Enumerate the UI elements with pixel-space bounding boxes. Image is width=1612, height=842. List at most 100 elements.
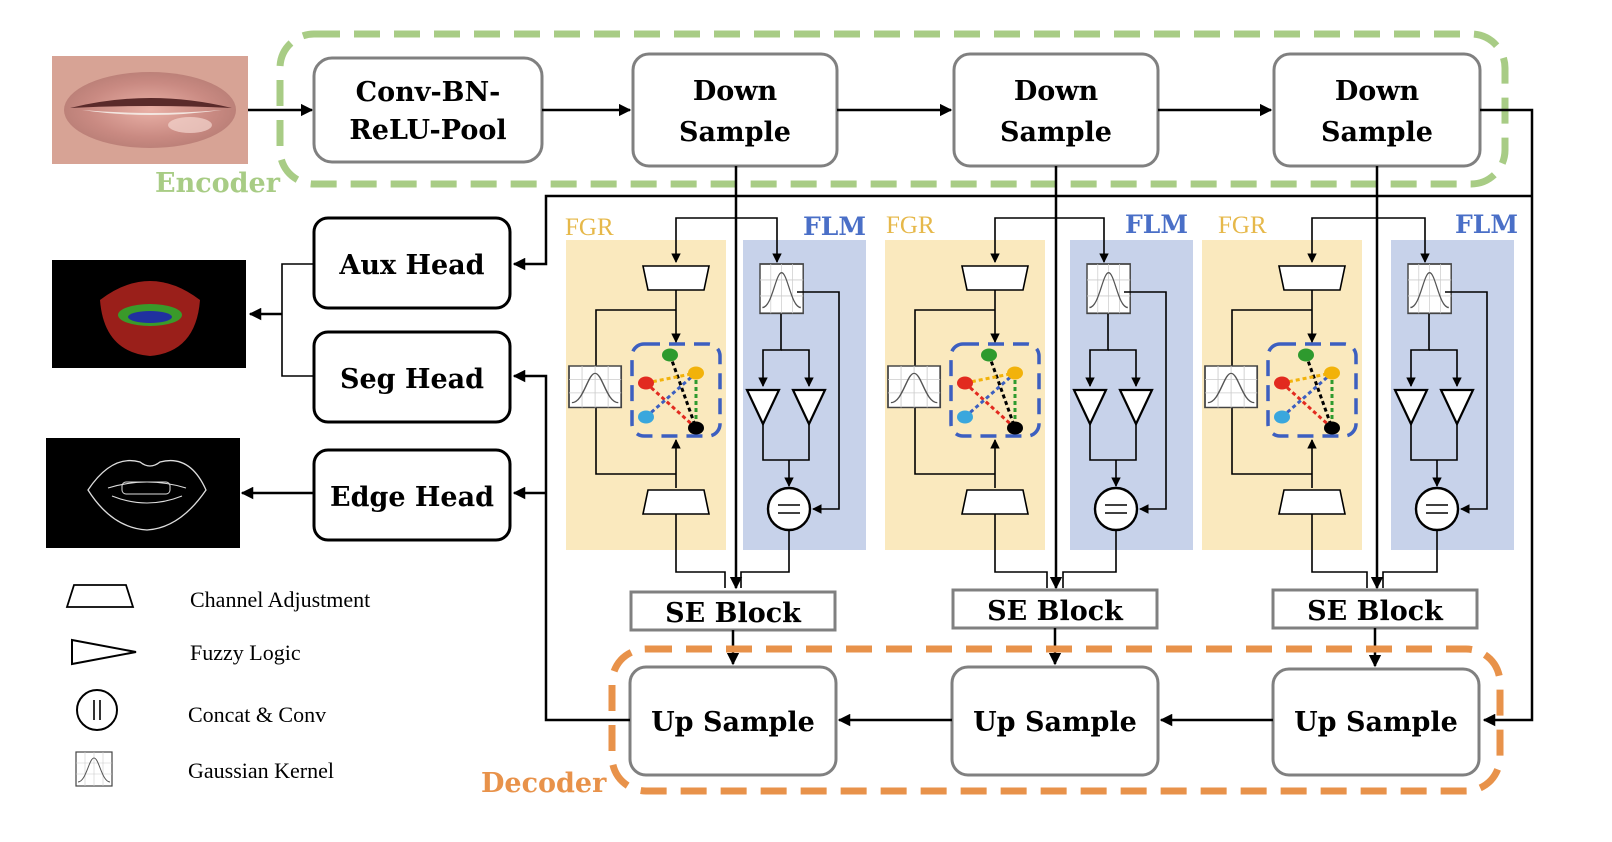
graph-node-green-2 bbox=[981, 348, 997, 362]
fgr-output-wire-1 bbox=[675, 514, 726, 588]
encoder-label: Encoder bbox=[155, 168, 281, 199]
flm-input-wire-2 bbox=[1056, 217, 1109, 263]
up3-label: Up Sample bbox=[1294, 707, 1458, 738]
flm-split-a-1 bbox=[758, 314, 782, 387]
flm-label-2: FLM bbox=[1125, 210, 1188, 239]
fuzzy-triangle-b-1 bbox=[791, 388, 827, 427]
graph-edge-1-3 bbox=[668, 354, 698, 429]
graph-reasoning-box-2 bbox=[949, 342, 1041, 438]
graph-edge-1-0 bbox=[644, 381, 698, 430]
graph-node-yellow-1 bbox=[688, 366, 704, 380]
seg-head-label: Seg Head bbox=[340, 364, 484, 395]
graph-edge-1-4 bbox=[645, 371, 697, 385]
seg-head-block: Seg Head bbox=[312, 330, 512, 424]
concat-conv-node-3 bbox=[1414, 486, 1460, 532]
stem-line-2: ReLU-Pool bbox=[349, 115, 506, 146]
graph-edge-2-0 bbox=[963, 381, 1017, 430]
fuzzy-triangle-b-3 bbox=[1439, 388, 1475, 427]
flm-split-b-2 bbox=[1108, 349, 1141, 387]
se-block-2: SE Block bbox=[951, 588, 1159, 630]
channel-adjust-top-3 bbox=[1278, 265, 1346, 291]
down-sample-block-3: Down Sample bbox=[1272, 52, 1482, 168]
se-label-3: SE Block bbox=[1307, 596, 1444, 627]
fgr-output-wire-2 bbox=[994, 514, 1048, 588]
fgr-output-wire-3 bbox=[1311, 514, 1368, 588]
fuzzy-triangle-a-3 bbox=[1393, 388, 1429, 427]
flm-skip-2 bbox=[1124, 291, 1167, 514]
input-lips-image bbox=[52, 56, 248, 164]
edge-head-block: Edge Head bbox=[312, 448, 512, 542]
flm-merge-1 bbox=[762, 424, 810, 461]
flm-split-a-2 bbox=[1085, 314, 1109, 387]
graph-reasoning-box-3 bbox=[1266, 342, 1358, 438]
gaussian-kernel-fgr-1 bbox=[568, 365, 623, 409]
up-sample-block-2: Up Sample bbox=[950, 665, 1160, 777]
flm-input-wire-1 bbox=[736, 217, 782, 263]
gaussian-kernel-fgr-3 bbox=[1204, 365, 1259, 409]
edge-head-label: Edge Head bbox=[330, 482, 494, 513]
fgr-label-3: FGR bbox=[1218, 212, 1267, 239]
flm-split-b-3 bbox=[1429, 349, 1462, 387]
fuzzy-triangle-b-2 bbox=[1118, 388, 1154, 427]
gaussian-kernel-flm-3 bbox=[1407, 263, 1453, 315]
flm-label-1: FLM bbox=[803, 212, 866, 241]
channel-adjust-top-2 bbox=[961, 265, 1029, 291]
flm-skip-1 bbox=[797, 291, 840, 514]
graph-edge-3-0 bbox=[1280, 381, 1334, 430]
se-block-3: SE Block bbox=[1271, 588, 1479, 630]
graph-node-red-2 bbox=[957, 376, 973, 390]
graph-node-yellow-3 bbox=[1324, 366, 1340, 380]
down3-line-2: Sample bbox=[1321, 117, 1433, 148]
legend-gaussian-label: Gaussian Kernel bbox=[188, 758, 334, 783]
graph-edge-2-3 bbox=[987, 354, 1017, 429]
up-sample-block-1: Up Sample bbox=[628, 665, 838, 777]
concat-conv-node-2 bbox=[1093, 486, 1139, 532]
fuzzy-triangle-a-1 bbox=[745, 388, 781, 427]
aux-head-label: Aux Head bbox=[338, 250, 484, 281]
aux-head-block: Aux Head bbox=[312, 216, 512, 310]
module-internals bbox=[568, 166, 1488, 590]
fuzzy-logic-icon bbox=[71, 638, 137, 666]
graph-node-green-3 bbox=[1298, 348, 1314, 362]
graph-reasoning-box-1 bbox=[630, 342, 722, 438]
graph-node-green-1 bbox=[662, 348, 678, 362]
graph-edge-3-3 bbox=[1304, 354, 1334, 429]
segmentation-output-image bbox=[52, 260, 246, 368]
legend: Channel Adjustment Fuzzy Logic Concat & … bbox=[65, 584, 370, 787]
graph-node-black-3 bbox=[1324, 421, 1340, 435]
up2-label: Up Sample bbox=[973, 707, 1137, 738]
flm-merge-3 bbox=[1410, 424, 1458, 461]
se-label-2: SE Block bbox=[987, 596, 1124, 627]
down2-line-1: Down bbox=[1014, 76, 1099, 107]
fgr-input-wire-3 bbox=[1307, 217, 1377, 263]
fgr-label-2: FGR bbox=[886, 212, 935, 239]
fuzzy-triangle-a-2 bbox=[1072, 388, 1108, 427]
decoder-label: Decoder bbox=[481, 768, 607, 799]
graph-edge-2-4 bbox=[964, 371, 1016, 385]
legend-concat-label: Concat & Conv bbox=[188, 702, 326, 727]
channel-adjust-bottom-1 bbox=[642, 489, 710, 515]
channel-adjust-bottom-2 bbox=[961, 489, 1029, 515]
legend-fuzzy-label: Fuzzy Logic bbox=[190, 640, 301, 665]
graph-node-yellow-2 bbox=[1007, 366, 1023, 380]
flm-output-wire-3 bbox=[1382, 530, 1438, 588]
channel-adjust-bottom-3 bbox=[1278, 489, 1346, 515]
stem-line-1: Conv-BN- bbox=[356, 77, 501, 108]
gaussian-kernel-icon bbox=[75, 751, 113, 787]
down3-line-1: Down bbox=[1335, 76, 1420, 107]
fgr-input-wire-2 bbox=[990, 217, 1056, 263]
gaussian-kernel-fgr-2 bbox=[887, 365, 942, 409]
decoder-region bbox=[608, 645, 1504, 795]
se-label-1: SE Block bbox=[665, 598, 802, 629]
graph-edge-3-4 bbox=[1281, 371, 1333, 385]
se-block-1: SE Block bbox=[629, 590, 837, 632]
graph-node-black-2 bbox=[1007, 421, 1023, 435]
conv-bn-relu-pool-block: Conv-BN- ReLU-Pool bbox=[312, 56, 544, 164]
gaussian-kernel-flm-1 bbox=[759, 263, 805, 315]
down1-line-1: Down bbox=[693, 76, 778, 107]
up1-label: Up Sample bbox=[651, 707, 815, 738]
gaussian-kernel-flm-2 bbox=[1086, 263, 1132, 315]
flm-input-wire-3 bbox=[1377, 217, 1430, 263]
graph-node-blue-2 bbox=[957, 410, 973, 424]
